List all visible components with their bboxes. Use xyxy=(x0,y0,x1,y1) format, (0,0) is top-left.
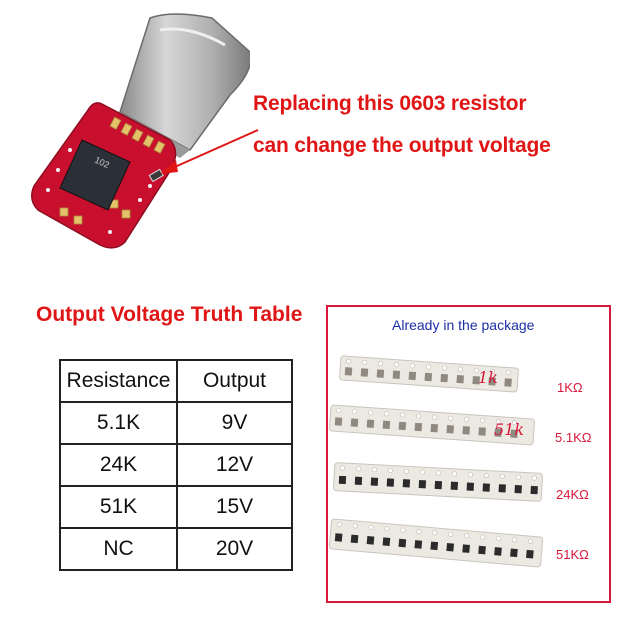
cell-resistance: NC xyxy=(59,527,178,571)
strip-label-51k: 51KΩ xyxy=(556,547,589,562)
resistor-tape-strip xyxy=(328,518,544,568)
ic-chip: 102 xyxy=(59,139,131,211)
resistor-0603 xyxy=(148,168,164,183)
resistor-tape-strip xyxy=(339,355,519,393)
callout-arrow xyxy=(160,129,259,174)
resistor-strips: 1k 51k xyxy=(328,355,544,568)
header-resistance: Resistance xyxy=(59,359,178,403)
package-title: Already in the package xyxy=(392,317,535,333)
usb-c-pcb-module: 102 xyxy=(31,13,250,249)
resistor-tape-strip xyxy=(333,462,543,502)
table-row: 24K 12V xyxy=(59,443,293,487)
handwritten-marking: 1k xyxy=(478,368,498,387)
table-row: 5.1K 9V xyxy=(59,401,293,445)
handwritten-marking: 51k xyxy=(494,420,524,439)
callout-line-1: Replacing this 0603 resistor xyxy=(253,92,527,115)
cell-resistance: 5.1K xyxy=(59,401,178,445)
table-row: 51K 15V xyxy=(59,485,293,529)
table-row: NC 20V xyxy=(59,527,293,571)
cell-output: 20V xyxy=(176,527,293,571)
truth-table: Resistance Output 5.1K 9V 24K 12V 51K 15… xyxy=(59,359,293,571)
table-header-row: Resistance Output xyxy=(59,359,293,403)
strip-label-5-1k: 5.1KΩ xyxy=(555,430,592,445)
cell-resistance: 24K xyxy=(59,443,178,487)
cell-output: 12V xyxy=(176,443,293,487)
header-output: Output xyxy=(176,359,293,403)
cell-output: 15V xyxy=(176,485,293,529)
cell-output: 9V xyxy=(176,401,293,445)
truth-table-title: Output Voltage Truth Table xyxy=(36,303,303,326)
strip-label-1k: 1KΩ xyxy=(557,380,583,395)
callout-line-2: can change the output voltage xyxy=(253,134,551,157)
resistor-tape-strip xyxy=(329,404,535,446)
package-box xyxy=(326,305,611,603)
strip-label-24k: 24KΩ xyxy=(556,487,589,502)
cell-resistance: 51K xyxy=(59,485,178,529)
